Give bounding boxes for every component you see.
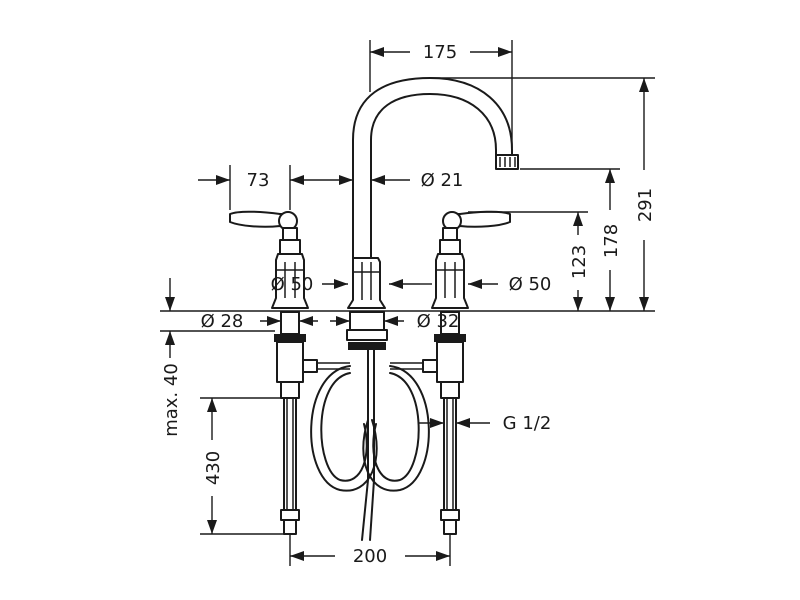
dim-spout-base-dia: Ø 50: [271, 274, 420, 295]
dim-outlet-height-label: 178: [601, 224, 622, 258]
dim-spout-base-dia-label: Ø 50: [271, 274, 314, 295]
dim-total-height: 291: [430, 77, 656, 311]
dim-spout-shank-dia-label: Ø 32: [417, 311, 460, 332]
dim-handle-height-label: 123: [569, 245, 590, 279]
dim-deck-thickness: max. 40: [161, 278, 182, 437]
dim-connection-thread: G 1/2: [418, 413, 551, 434]
dim-spout-reach: 175: [369, 40, 513, 148]
dim-spout-tube-dia: Ø 21: [322, 170, 463, 191]
dim-spout-reach-label: 175: [423, 42, 457, 63]
dim-valve-spacing: 200: [289, 534, 451, 567]
dim-handle-spacing: 73: [198, 165, 322, 210]
dim-total-height-label: 291: [635, 188, 656, 222]
dim-hose-length-label: 430: [203, 451, 224, 485]
dim-handle-base-dia: Ø 50: [420, 274, 551, 295]
dim-handle-height: 123: [468, 211, 590, 311]
dim-hose-length: 430: [200, 397, 284, 535]
dim-deck-thickness-label: max. 40: [161, 363, 182, 437]
dim-spout-tube-dia-label: Ø 21: [421, 170, 464, 191]
dim-spout-shank-dia: Ø 32: [330, 311, 459, 332]
dim-valve-spacing-label: 200: [353, 546, 387, 567]
connecting-hoses: [302, 359, 438, 492]
dim-handle-base-dia-label: Ø 50: [509, 274, 552, 295]
right-handle-valve: [431, 210, 511, 535]
dim-connection-thread-label: G 1/2: [503, 413, 552, 434]
dim-outlet-height: 178: [520, 168, 622, 311]
left-handle-valve: [229, 210, 309, 535]
dim-handle-shank-dia-label: Ø 28: [201, 311, 244, 332]
dim-handle-shank-dia: Ø 28: [201, 311, 318, 332]
dim-handle-spacing-label: 73: [247, 170, 270, 191]
